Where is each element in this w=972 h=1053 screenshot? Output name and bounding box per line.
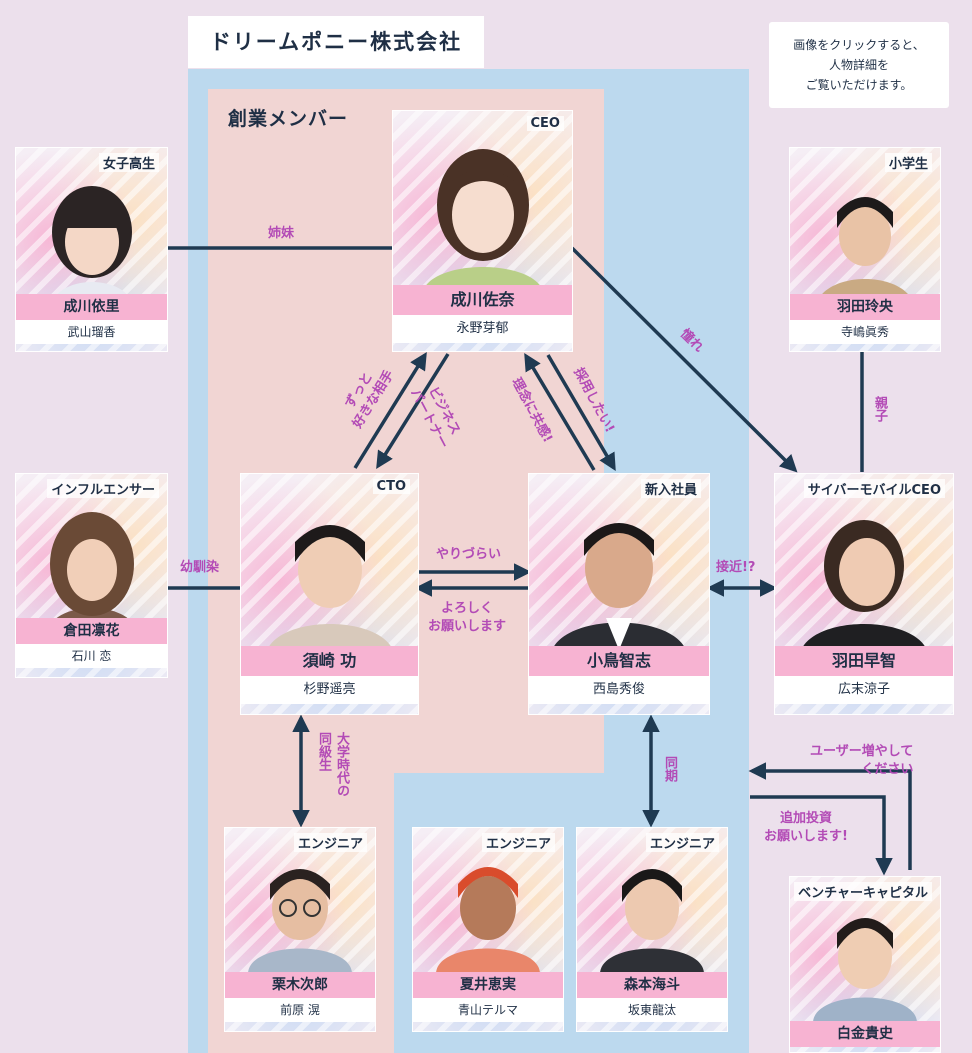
portrait-jiro [248,869,352,974]
label-childhood: 幼馴染 [180,560,220,575]
portrait-yori [49,186,134,312]
founders-label: 創業メンバー [228,108,349,130]
line-business-partner [376,353,450,469]
name-label: 白金貴史 [790,1021,940,1047]
card-sana[interactable]: CEO 成川佐奈 永野芽郁 [392,110,573,352]
portrait-isao [264,525,395,660]
line-always-love [353,352,427,469]
label-parent-child: 親子 [872,396,887,422]
line-want-hire [546,354,616,472]
role-label: エンジニア [645,833,719,852]
name-label: 羽田早智 [775,646,953,676]
role-label: 女子高生 [98,153,159,172]
portrait-reo [815,197,915,312]
label-nice-to-meet: よろしく お願いします [428,601,507,634]
actor-label: 武山瑠香 [16,320,167,344]
role-label: エンジニア [481,833,555,852]
card-sachi[interactable]: サイバーモバイルCEO 羽田早智 広末涼子 [774,473,954,715]
line-admire [570,246,798,473]
actor-label: 寺嶋眞秀 [790,320,940,344]
actor-label: 永野芽郁 [393,315,572,343]
actor-label: 広末涼子 [775,676,953,704]
card-yori[interactable]: 女子高生 成川依里 武山瑠香 [15,147,168,352]
role-label: サイバーモバイルCEO [803,479,945,498]
label-sisters: 姉妹 [268,226,295,241]
role-label: CEO [526,116,564,131]
label-approach: 接近!? [716,560,756,575]
line-sympathy [524,352,596,471]
actor-label: 坂東龍汰 [577,998,727,1022]
name-label: 成川依里 [16,294,167,320]
line-more-users [748,762,912,870]
label-more-users: ユーザー増やして ください [810,744,914,777]
role-label: 小学生 [884,153,932,172]
card-jiro[interactable]: エンジニア 栗木次郎 前原 滉 [224,827,376,1032]
actor-label: 青山テルマ [413,998,563,1022]
hint-box: 画像をクリックすると、 人物詳細を ご覧いただけます。 [769,22,949,108]
card-reo[interactable]: 小学生 羽田玲央 寺嶋眞秀 [789,147,941,352]
label-more-invest: 追加投資 お願いします! [764,811,848,844]
name-label: 栗木次郎 [225,972,375,998]
name-label: 森本海斗 [577,972,727,998]
portrait-kaito [600,869,704,974]
portrait-tomoshi [550,523,688,660]
portrait-takashi [813,918,917,1023]
label-hard-to-work: やりづらい [436,547,502,562]
card-rinka[interactable]: インフルエンサー 倉田凛花 石川 恋 [15,473,168,678]
name-label: 須崎 功 [241,646,418,676]
card-isao[interactable]: CTO 須崎 功 杉野遥亮 [240,473,419,715]
card-takashi[interactable]: ベンチャーキャピタル 白金貴史 [789,876,941,1053]
actor-label: 杉野遥亮 [241,676,418,704]
line-more-invest [750,795,893,876]
portrait-sana [421,149,544,297]
label-classmates: 大学時代の 同級生 [316,732,349,797]
actor-label: 西島秀俊 [529,676,709,704]
card-tomoshi[interactable]: 新入社員 小鳥智志 西島秀俊 [528,473,710,715]
card-emi[interactable]: エンジニア 夏井恵実 青山テルマ [412,827,564,1032]
name-label: 成川佐奈 [393,285,572,315]
card-kaito[interactable]: エンジニア 森本海斗 坂東龍汰 [576,827,728,1032]
role-label: 新入社員 [640,479,701,498]
portrait-rinka [45,512,138,638]
actor-label: 石川 恋 [16,644,167,668]
portrait-emi [436,867,540,974]
portrait-sachi [799,520,929,660]
name-label: 倉田凛花 [16,618,167,644]
actor-label: 前原 滉 [225,998,375,1022]
company-label: ドリームポニー株式会社 [188,16,484,68]
name-label: 小鳥智志 [529,646,709,676]
role-label: インフルエンサー [47,479,159,498]
name-label: 夏井恵実 [413,972,563,998]
label-same-year: 同期 [662,756,677,782]
role-label: ベンチャーキャピタル [794,882,932,901]
role-label: エンジニア [293,833,367,852]
role-label: CTO [372,479,410,494]
name-label: 羽田玲央 [790,294,940,320]
